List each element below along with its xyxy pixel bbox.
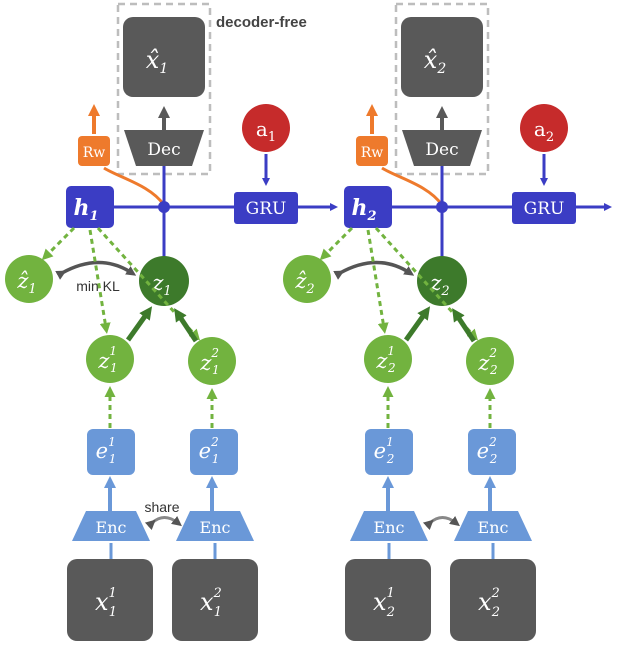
embed1-box bbox=[87, 429, 135, 475]
prior-latent-label: ẑ2 bbox=[294, 269, 314, 297]
action-label: a1 bbox=[256, 117, 276, 145]
view2-latent-node bbox=[188, 337, 236, 385]
h-to-view1-arrow bbox=[88, 229, 111, 334]
embed1-box bbox=[365, 429, 413, 475]
encoder2-block bbox=[176, 511, 254, 541]
share-arrow bbox=[144, 515, 182, 531]
view2-to-z-arrow bbox=[452, 308, 477, 343]
encoder1-block bbox=[72, 511, 150, 541]
share-arrow bbox=[422, 515, 460, 531]
gru-label: GRU bbox=[524, 199, 565, 219]
share-label: share bbox=[144, 499, 179, 515]
embed2-box bbox=[468, 429, 516, 475]
kl-arrow bbox=[55, 260, 137, 280]
encoder2-label: Enc bbox=[200, 518, 231, 537]
decoder-free-box bbox=[116, 2, 212, 176]
encoder2-block bbox=[454, 511, 532, 541]
decoder-block bbox=[402, 130, 482, 166]
observation1-box bbox=[67, 559, 153, 641]
reward-head bbox=[78, 136, 110, 166]
gru-block bbox=[234, 192, 298, 224]
decoder-block bbox=[124, 130, 204, 166]
view2-to-z-arrow bbox=[174, 308, 199, 343]
observation2-box bbox=[450, 559, 536, 641]
reconstruction-label: x̂1 bbox=[146, 46, 168, 77]
timestep-1: decoder-free x̂1 Dec Rw a1 h1 GRU ẑ1 z1 bbox=[5, 2, 338, 641]
reward-head bbox=[356, 136, 388, 166]
view2-latent-node bbox=[466, 337, 514, 385]
prior-latent-node bbox=[5, 255, 53, 303]
view1-latent-node bbox=[364, 335, 412, 383]
hidden-state-label: h2 bbox=[351, 195, 376, 224]
encoder2-label: Enc bbox=[478, 518, 509, 537]
reconstruction-label: x̂2 bbox=[424, 46, 447, 77]
action-node bbox=[242, 104, 290, 152]
decoder-label: Dec bbox=[147, 140, 180, 160]
gru-label: GRU bbox=[246, 199, 287, 219]
reward-label: Rw bbox=[83, 145, 106, 161]
hidden-state-box bbox=[66, 186, 114, 228]
observation1-box bbox=[345, 559, 431, 641]
encoder1-label: Enc bbox=[96, 518, 127, 537]
decoder-label: Dec bbox=[425, 140, 458, 160]
reconstruction-box bbox=[123, 17, 205, 97]
reward-label: Rw bbox=[361, 145, 384, 161]
encoder1-label: Enc bbox=[374, 518, 405, 537]
encoder1-block bbox=[350, 511, 428, 541]
reward-input-line bbox=[103, 166, 166, 206]
decoder-free-label: decoder-free bbox=[216, 14, 307, 31]
h-to-prior-arrow bbox=[319, 226, 354, 261]
posterior-latent-node bbox=[417, 256, 467, 306]
prior-latent-label: ẑ1 bbox=[16, 269, 36, 297]
view1-to-z-arrow bbox=[403, 306, 431, 342]
view1-latent-node bbox=[86, 335, 134, 383]
action-label: a2 bbox=[534, 117, 554, 145]
decoder-free-box bbox=[394, 2, 490, 176]
hidden-state-box bbox=[344, 186, 392, 228]
gru-block bbox=[512, 192, 576, 224]
kl-arrow bbox=[333, 260, 415, 280]
action-node bbox=[520, 104, 568, 152]
h-to-prior-arrow bbox=[41, 226, 76, 261]
embed2-box bbox=[190, 429, 238, 475]
posterior-latent-node bbox=[139, 256, 189, 306]
hidden-state-label: h1 bbox=[73, 195, 98, 224]
observation2-box bbox=[172, 559, 258, 641]
reward-input-line bbox=[381, 166, 444, 206]
reconstruction-box bbox=[401, 17, 483, 97]
h-to-view1-arrow bbox=[366, 229, 389, 334]
prior-latent-node bbox=[283, 255, 331, 303]
view1-to-z-arrow bbox=[125, 306, 153, 342]
